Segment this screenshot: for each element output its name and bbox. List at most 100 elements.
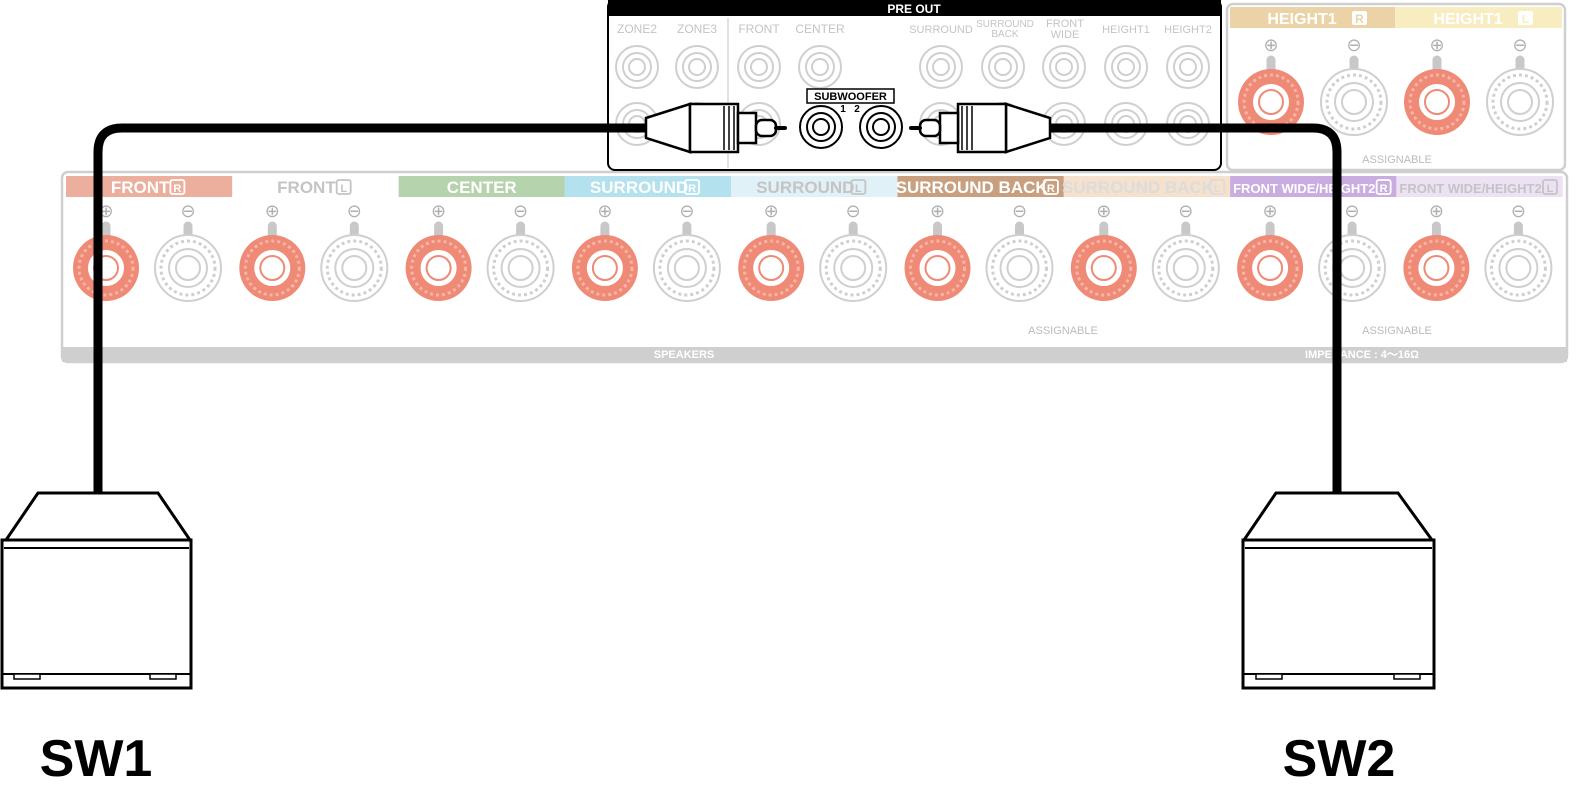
minus-symbol: ⊖ bbox=[347, 201, 362, 221]
minus-symbol: ⊖ bbox=[1511, 201, 1526, 221]
height1-terminal-group: ⊕⊖⊕⊖ bbox=[1238, 35, 1554, 136]
channel-band bbox=[897, 176, 1064, 197]
negative-terminal[interactable] bbox=[819, 221, 888, 302]
channel-side-badge-text: R bbox=[173, 183, 181, 195]
surround-back-preout-label-1: SURROUND bbox=[976, 19, 1034, 30]
surround-back-preout-label-2: BACK bbox=[991, 29, 1019, 40]
channel-band bbox=[1063, 176, 1231, 197]
channel-label: FRONT WIDE/HEIGHT2 bbox=[1233, 181, 1375, 196]
subwoofer-2-jack[interactable] bbox=[859, 105, 903, 149]
preout-jack[interactable] bbox=[1104, 45, 1148, 89]
minus-symbol: ⊖ bbox=[1012, 201, 1027, 221]
positive-terminal[interactable] bbox=[904, 221, 971, 301]
positive-terminal[interactable] bbox=[405, 221, 472, 301]
minus-symbol: ⊖ bbox=[1346, 35, 1361, 55]
height1-r-label: HEIGHT1 bbox=[1267, 11, 1336, 28]
subwoofer-ch2-label: 2 bbox=[854, 104, 860, 115]
positive-terminal[interactable] bbox=[1238, 55, 1304, 135]
channel-side-badge-text: L bbox=[855, 183, 862, 195]
subwoofer-sw2: SW2 bbox=[1241, 491, 1436, 788]
minus-symbol: ⊖ bbox=[1178, 201, 1193, 221]
impedance-label: IMPEDANCE : 4～16Ω bbox=[1305, 349, 1419, 361]
channel-side-badge-text: R bbox=[1380, 183, 1388, 195]
channel-side-badge bbox=[850, 179, 867, 195]
negative-terminal[interactable] bbox=[985, 221, 1054, 302]
negative-terminal[interactable] bbox=[486, 221, 555, 302]
negative-terminal[interactable] bbox=[1484, 221, 1553, 302]
plus-symbol: ⊕ bbox=[930, 201, 945, 221]
plus-symbol: ⊕ bbox=[597, 201, 612, 221]
zone2-label: ZONE2 bbox=[617, 22, 657, 36]
preout-jack[interactable] bbox=[675, 45, 719, 89]
negative-terminal[interactable] bbox=[1486, 55, 1554, 136]
preout-jack[interactable] bbox=[737, 45, 781, 89]
preout-jack[interactable] bbox=[798, 45, 842, 89]
front-wide-preout-label-1: FRONT bbox=[1046, 18, 1084, 30]
preout-jack[interactable] bbox=[981, 45, 1025, 89]
channel-label: FRONT WIDE/HEIGHT2 bbox=[1399, 181, 1541, 196]
channel-side-badge bbox=[1209, 179, 1226, 195]
preout-jack[interactable] bbox=[615, 45, 659, 89]
positive-terminal[interactable] bbox=[571, 221, 638, 301]
channel-label: SURROUND BACK bbox=[1062, 178, 1215, 197]
speakers-footer-label: SPEAKERS bbox=[654, 349, 715, 361]
height1-r-badge bbox=[1352, 11, 1367, 25]
channel-side-badge-text: L bbox=[340, 183, 347, 195]
negative-terminal[interactable] bbox=[154, 221, 222, 302]
assignable-label-2: ASSIGNABLE bbox=[1362, 325, 1432, 337]
minus-symbol: ⊖ bbox=[679, 201, 694, 221]
negative-terminal[interactable] bbox=[652, 221, 721, 302]
positive-terminal[interactable] bbox=[1070, 221, 1137, 301]
positive-terminal[interactable] bbox=[1404, 55, 1470, 135]
positive-terminal[interactable] bbox=[239, 221, 306, 301]
cable-sw1 bbox=[93, 123, 650, 493]
channel-side-badge-text: R bbox=[688, 183, 696, 195]
center-preout-label: CENTER bbox=[795, 22, 845, 36]
negative-terminal[interactable] bbox=[1151, 221, 1220, 302]
height-assignable-label: ASSIGNABLE bbox=[1362, 154, 1432, 166]
preout-jack[interactable] bbox=[1042, 45, 1086, 89]
assignable-label: ASSIGNABLE bbox=[1028, 325, 1098, 337]
height1-r-badge-text: R bbox=[1355, 12, 1364, 26]
sw2-label: SW2 bbox=[1283, 730, 1396, 788]
subwoofer-cables bbox=[93, 123, 1342, 493]
channel-label: SURROUND bbox=[756, 178, 854, 197]
preout-jack[interactable] bbox=[919, 45, 963, 89]
height1-l-badge-text: L bbox=[1522, 12, 1529, 26]
minus-symbol: ⊖ bbox=[1512, 35, 1527, 55]
subwoofer-label-box bbox=[806, 88, 895, 104]
negative-terminal[interactable] bbox=[320, 221, 389, 302]
subwoofer-1-jack[interactable] bbox=[799, 105, 843, 149]
positive-terminal[interactable] bbox=[738, 221, 805, 301]
preout-jack[interactable] bbox=[1166, 45, 1210, 89]
channel-side-badge-text: L bbox=[1547, 183, 1554, 195]
positive-terminal[interactable] bbox=[1403, 221, 1470, 301]
minus-symbol: ⊖ bbox=[846, 201, 861, 221]
plus-symbol: ⊕ bbox=[764, 201, 779, 221]
speaker-channel-3: CENTER⊕⊖ bbox=[398, 176, 565, 302]
surround-preout-label: SURROUND bbox=[909, 24, 973, 36]
channel-band bbox=[564, 176, 732, 197]
channel-band bbox=[66, 176, 233, 197]
speaker-terminal-panel: SPEAKERS IMPEDANCE : 4～16Ω ASSIGNABLE AS… bbox=[60, 170, 1569, 364]
front-wide-preout-label-2: WIDE bbox=[1051, 29, 1080, 41]
positive-terminal[interactable] bbox=[1237, 221, 1304, 301]
channel-label: SURROUND BACK bbox=[896, 178, 1049, 197]
plus-symbol: ⊕ bbox=[265, 201, 280, 221]
plus-symbol: ⊕ bbox=[1096, 201, 1111, 221]
channel-label: SURROUND bbox=[590, 178, 688, 197]
negative-terminal[interactable] bbox=[1320, 55, 1388, 136]
channel-band bbox=[1230, 176, 1397, 197]
channel-side-badge bbox=[684, 179, 700, 195]
channel-side-badge bbox=[1542, 179, 1558, 195]
minus-symbol: ⊖ bbox=[1345, 201, 1360, 221]
height2-preout-label: HEIGHT2 bbox=[1164, 24, 1212, 36]
height1-l-label: HEIGHT1 bbox=[1433, 11, 1502, 28]
plus-symbol: ⊕ bbox=[1429, 35, 1444, 55]
